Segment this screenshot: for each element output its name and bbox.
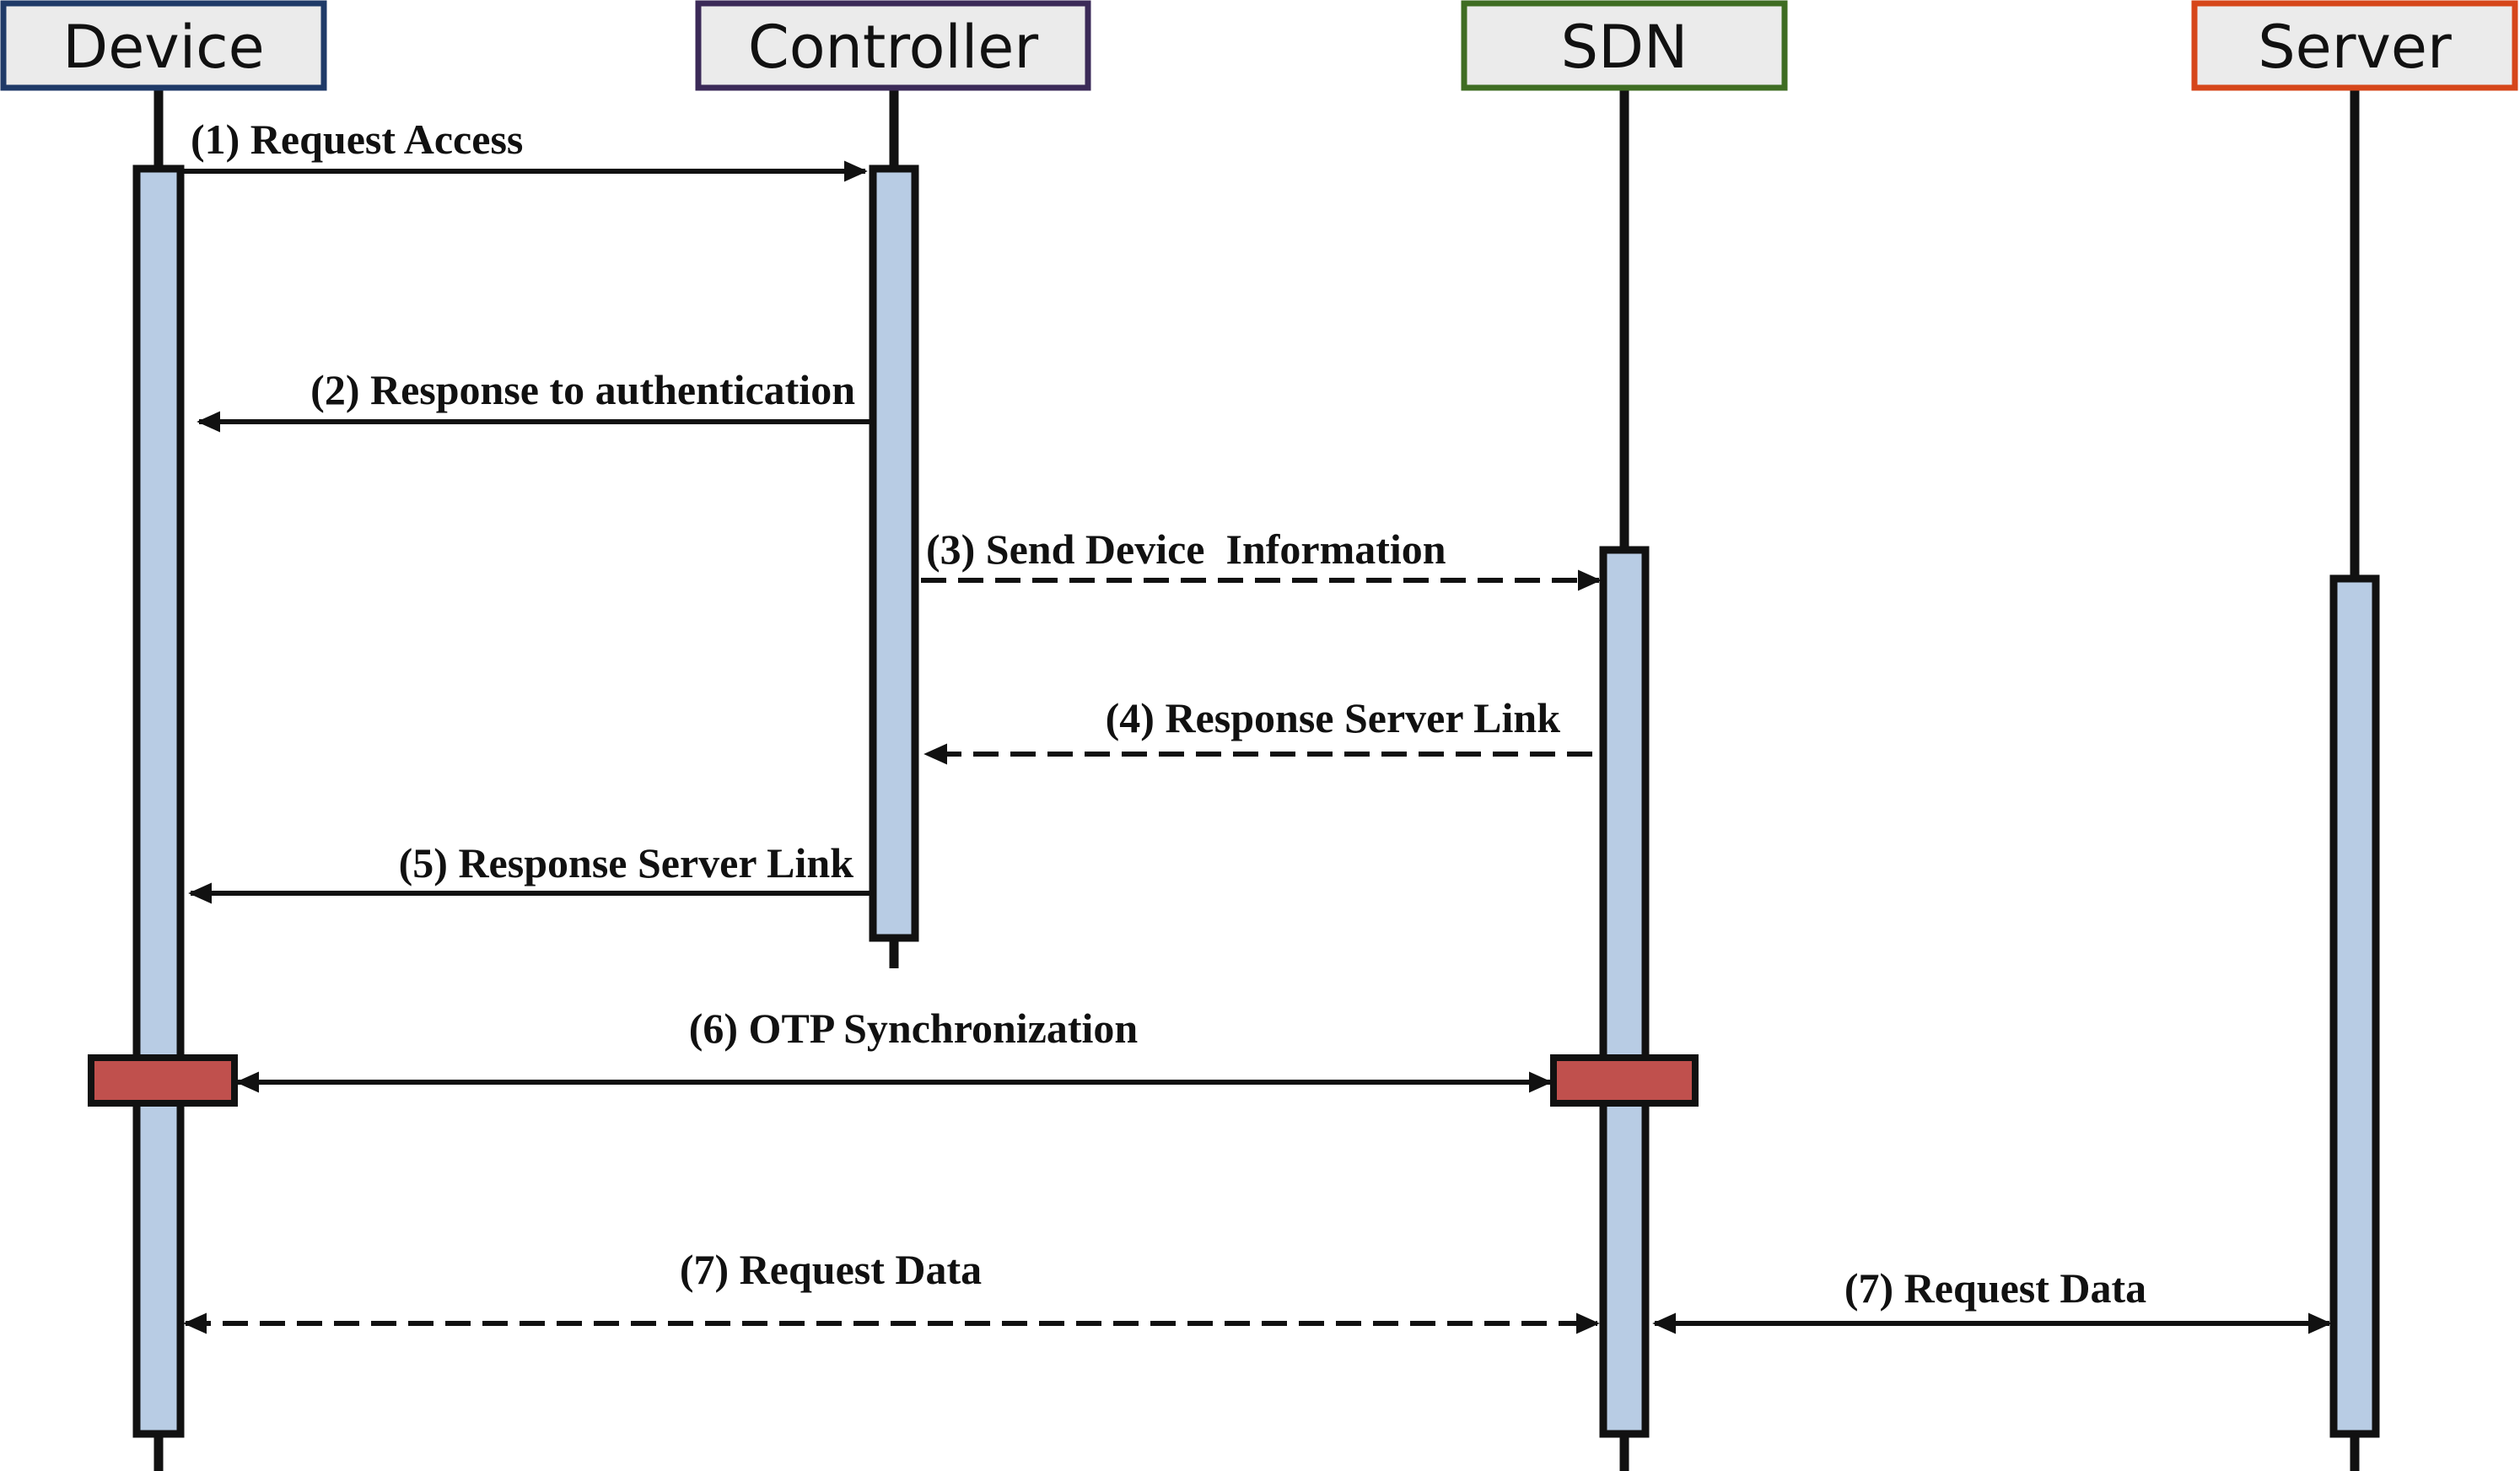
participant-controller-box	[695, 0, 1091, 91]
activation-bar-controller	[869, 164, 919, 942]
participant-sdn-box	[1461, 0, 1788, 91]
message-request-data-device-sdn-label: (7) Request Data	[680, 1246, 982, 1293]
lifelines	[153, 88, 2360, 1471]
otp-block-sdn	[1550, 1054, 1699, 1107]
activation-bar-sdn	[1599, 546, 1650, 1438]
message-response-authentication: (2) Response to authentication	[197, 366, 871, 433]
participant-server: Server	[2191, 0, 2518, 91]
participant-device-box	[0, 0, 327, 91]
participant-controller-label: Controller	[748, 13, 1039, 82]
message-send-device-information: (3) Send Device Information	[921, 525, 1602, 591]
message-response-server-link-controller: (5) Response Server Link	[188, 839, 871, 904]
message-request-data-sdn-server: (7) Request Data	[1652, 1264, 2332, 1334]
activation-bar-device	[132, 164, 185, 1438]
message-otp-synchronization-label: (6) OTP Synchronization	[689, 1005, 1139, 1052]
activation-bars	[132, 164, 2380, 1438]
message-send-device-information-label: (3) Send Device Information	[926, 525, 1446, 573]
message-response-server-link-controller-label: (5) Response Server Link	[399, 839, 854, 886]
activation-bar-server	[2329, 574, 2380, 1438]
message-request-data-sdn-server-label: (7) Request Data	[1844, 1264, 2146, 1312]
message-response-server-link-sdn-label: (4) Response Server Link	[1106, 694, 1561, 741]
messages: (1) Request Access (2) Response to authe…	[182, 116, 2332, 1334]
message-request-access: (1) Request Access	[182, 116, 868, 182]
participant-sdn-label: SDN	[1561, 13, 1688, 82]
otp-blocks	[88, 1054, 1699, 1107]
participant-server-box	[2191, 0, 2518, 91]
participant-headers: Device Controller SDN Server	[0, 0, 2518, 91]
message-otp-synchronization: (6) OTP Synchronization	[235, 1005, 1553, 1093]
message-response-authentication-label: (2) Response to authentication	[310, 366, 855, 413]
participant-device: Device	[0, 0, 327, 91]
participant-device-label: Device	[62, 13, 264, 82]
participant-sdn: SDN	[1461, 0, 1788, 91]
otp-block-device	[88, 1054, 238, 1107]
message-request-data-device-sdn: (7) Request Data	[183, 1246, 1600, 1334]
participant-controller: Controller	[695, 0, 1091, 91]
message-response-server-link-sdn: (4) Response Server Link	[923, 694, 1592, 765]
message-request-access-label: (1) Request Access	[191, 116, 523, 163]
participant-server-label: Server	[2258, 13, 2452, 82]
